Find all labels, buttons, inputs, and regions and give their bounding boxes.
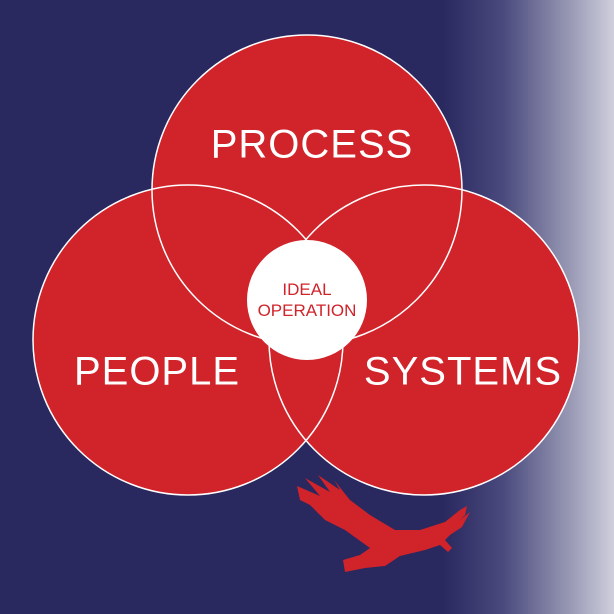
eagle-icon xyxy=(297,475,470,572)
ideal-operation-circle: IDEAL OPERATION xyxy=(247,240,367,360)
center-line2: OPERATION xyxy=(257,301,357,320)
process-label: PROCESS xyxy=(210,122,414,167)
systems-label: SYSTEMS xyxy=(363,349,563,394)
center-line1: IDEAL xyxy=(282,280,332,299)
people-label: PEOPLE xyxy=(73,349,241,394)
